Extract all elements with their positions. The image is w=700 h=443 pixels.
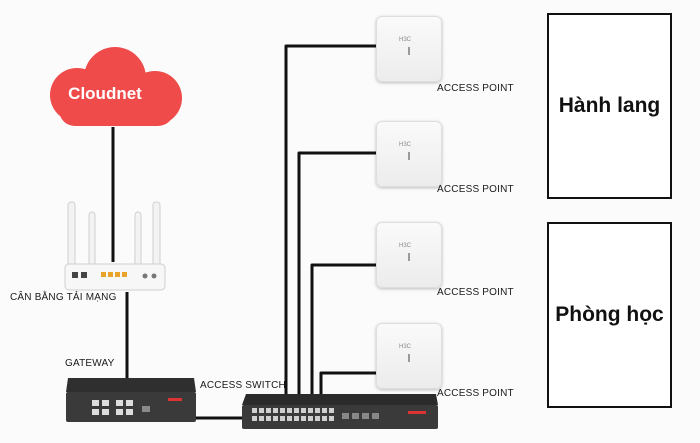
wire-switch-ap4 <box>319 371 376 398</box>
router-label: CÂN BẰNG TẢI MẠNG <box>10 292 117 303</box>
access-point-device-4: H3C <box>376 323 442 389</box>
wire-switch-ap3 <box>310 263 376 398</box>
ap-logo-4: H3C <box>399 344 412 350</box>
wire-switch-ap1 <box>284 44 376 398</box>
switch-device-icon <box>242 394 438 429</box>
gateway-device-icon <box>66 378 196 422</box>
cloud-label: Cloudnet <box>68 84 142 103</box>
wire-switch-ap2 <box>297 151 376 398</box>
access-point-device-3: H3C <box>376 222 442 288</box>
access-point-device-1: H3C <box>376 16 442 82</box>
access-point-label-1: ACCESS POINT <box>437 83 514 94</box>
router-icon <box>64 201 166 291</box>
area-box-hallway: Hành lang <box>547 13 672 199</box>
area-box-classroom: Phòng học <box>547 222 672 408</box>
switch-label: ACCESS SWITCH <box>200 380 286 391</box>
area-label-classroom: Phòng học <box>555 303 664 326</box>
access-point-label-2: ACCESS POINT <box>437 184 514 195</box>
ap-logo-1: H3C <box>399 37 412 43</box>
area-label-hallway: Hành lang <box>558 94 661 117</box>
cloud-icon <box>50 47 182 126</box>
access-point-label-4: ACCESS POINT <box>437 388 514 399</box>
access-point-label-3: ACCESS POINT <box>437 287 514 298</box>
access-point-device-2: H3C <box>376 121 442 187</box>
gateway-label: GATEWAY <box>65 358 115 369</box>
ap-logo-2: H3C <box>399 142 412 148</box>
ap-logo-3: H3C <box>399 243 412 249</box>
